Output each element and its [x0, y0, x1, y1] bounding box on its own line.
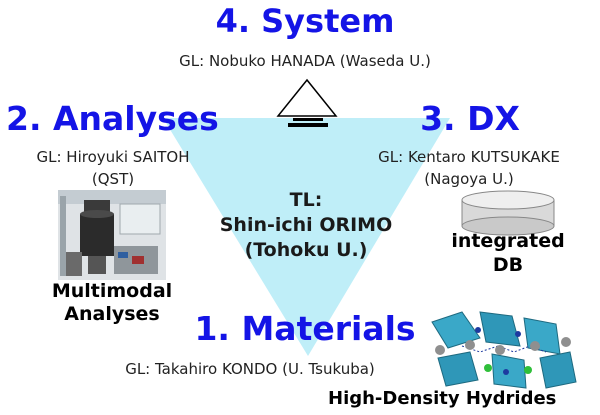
system-group-leader: GL: Nobuko HANADA (Waseda U.) — [179, 52, 431, 70]
crystal-structure-illustration — [431, 311, 577, 389]
computer-terminal-icon — [276, 78, 338, 127]
analyses-group-affiliation: (QST) — [91, 170, 135, 188]
team-leader-label: TL: — [289, 189, 323, 211]
analyses-caption-line2: Analyses — [64, 303, 160, 325]
system-title: 4. System — [215, 2, 395, 40]
team-leader-affiliation: (Tohoku U.) — [244, 239, 368, 261]
materials-group-leader: GL: Takahiro KONDO (U. Tsukuba) — [125, 360, 375, 378]
dx-group-affiliation: (Nagoya U.) — [424, 170, 514, 188]
materials-title: 1. Materials — [194, 309, 416, 348]
central-triangle — [163, 118, 450, 356]
team-leader-name: Shin-ichi ORIMO — [219, 214, 393, 236]
analyses-group-leader: GL: Hiroyuki SAITOH — [36, 148, 190, 166]
laboratory-instrument-photo — [58, 190, 166, 280]
dx-caption-line2: DB — [492, 254, 524, 276]
dx-caption-line1: integrated — [451, 230, 565, 252]
dx-title: 3. DX — [420, 99, 520, 138]
analyses-title: 2. Analyses — [6, 99, 219, 138]
dx-group-leader: GL: Kentaro KUTSUKAKE — [378, 148, 560, 166]
database-cylinder-icon — [461, 190, 555, 236]
analyses-caption-line1: Multimodal — [51, 280, 173, 302]
materials-caption: High-Density Hydrides — [328, 388, 557, 409]
